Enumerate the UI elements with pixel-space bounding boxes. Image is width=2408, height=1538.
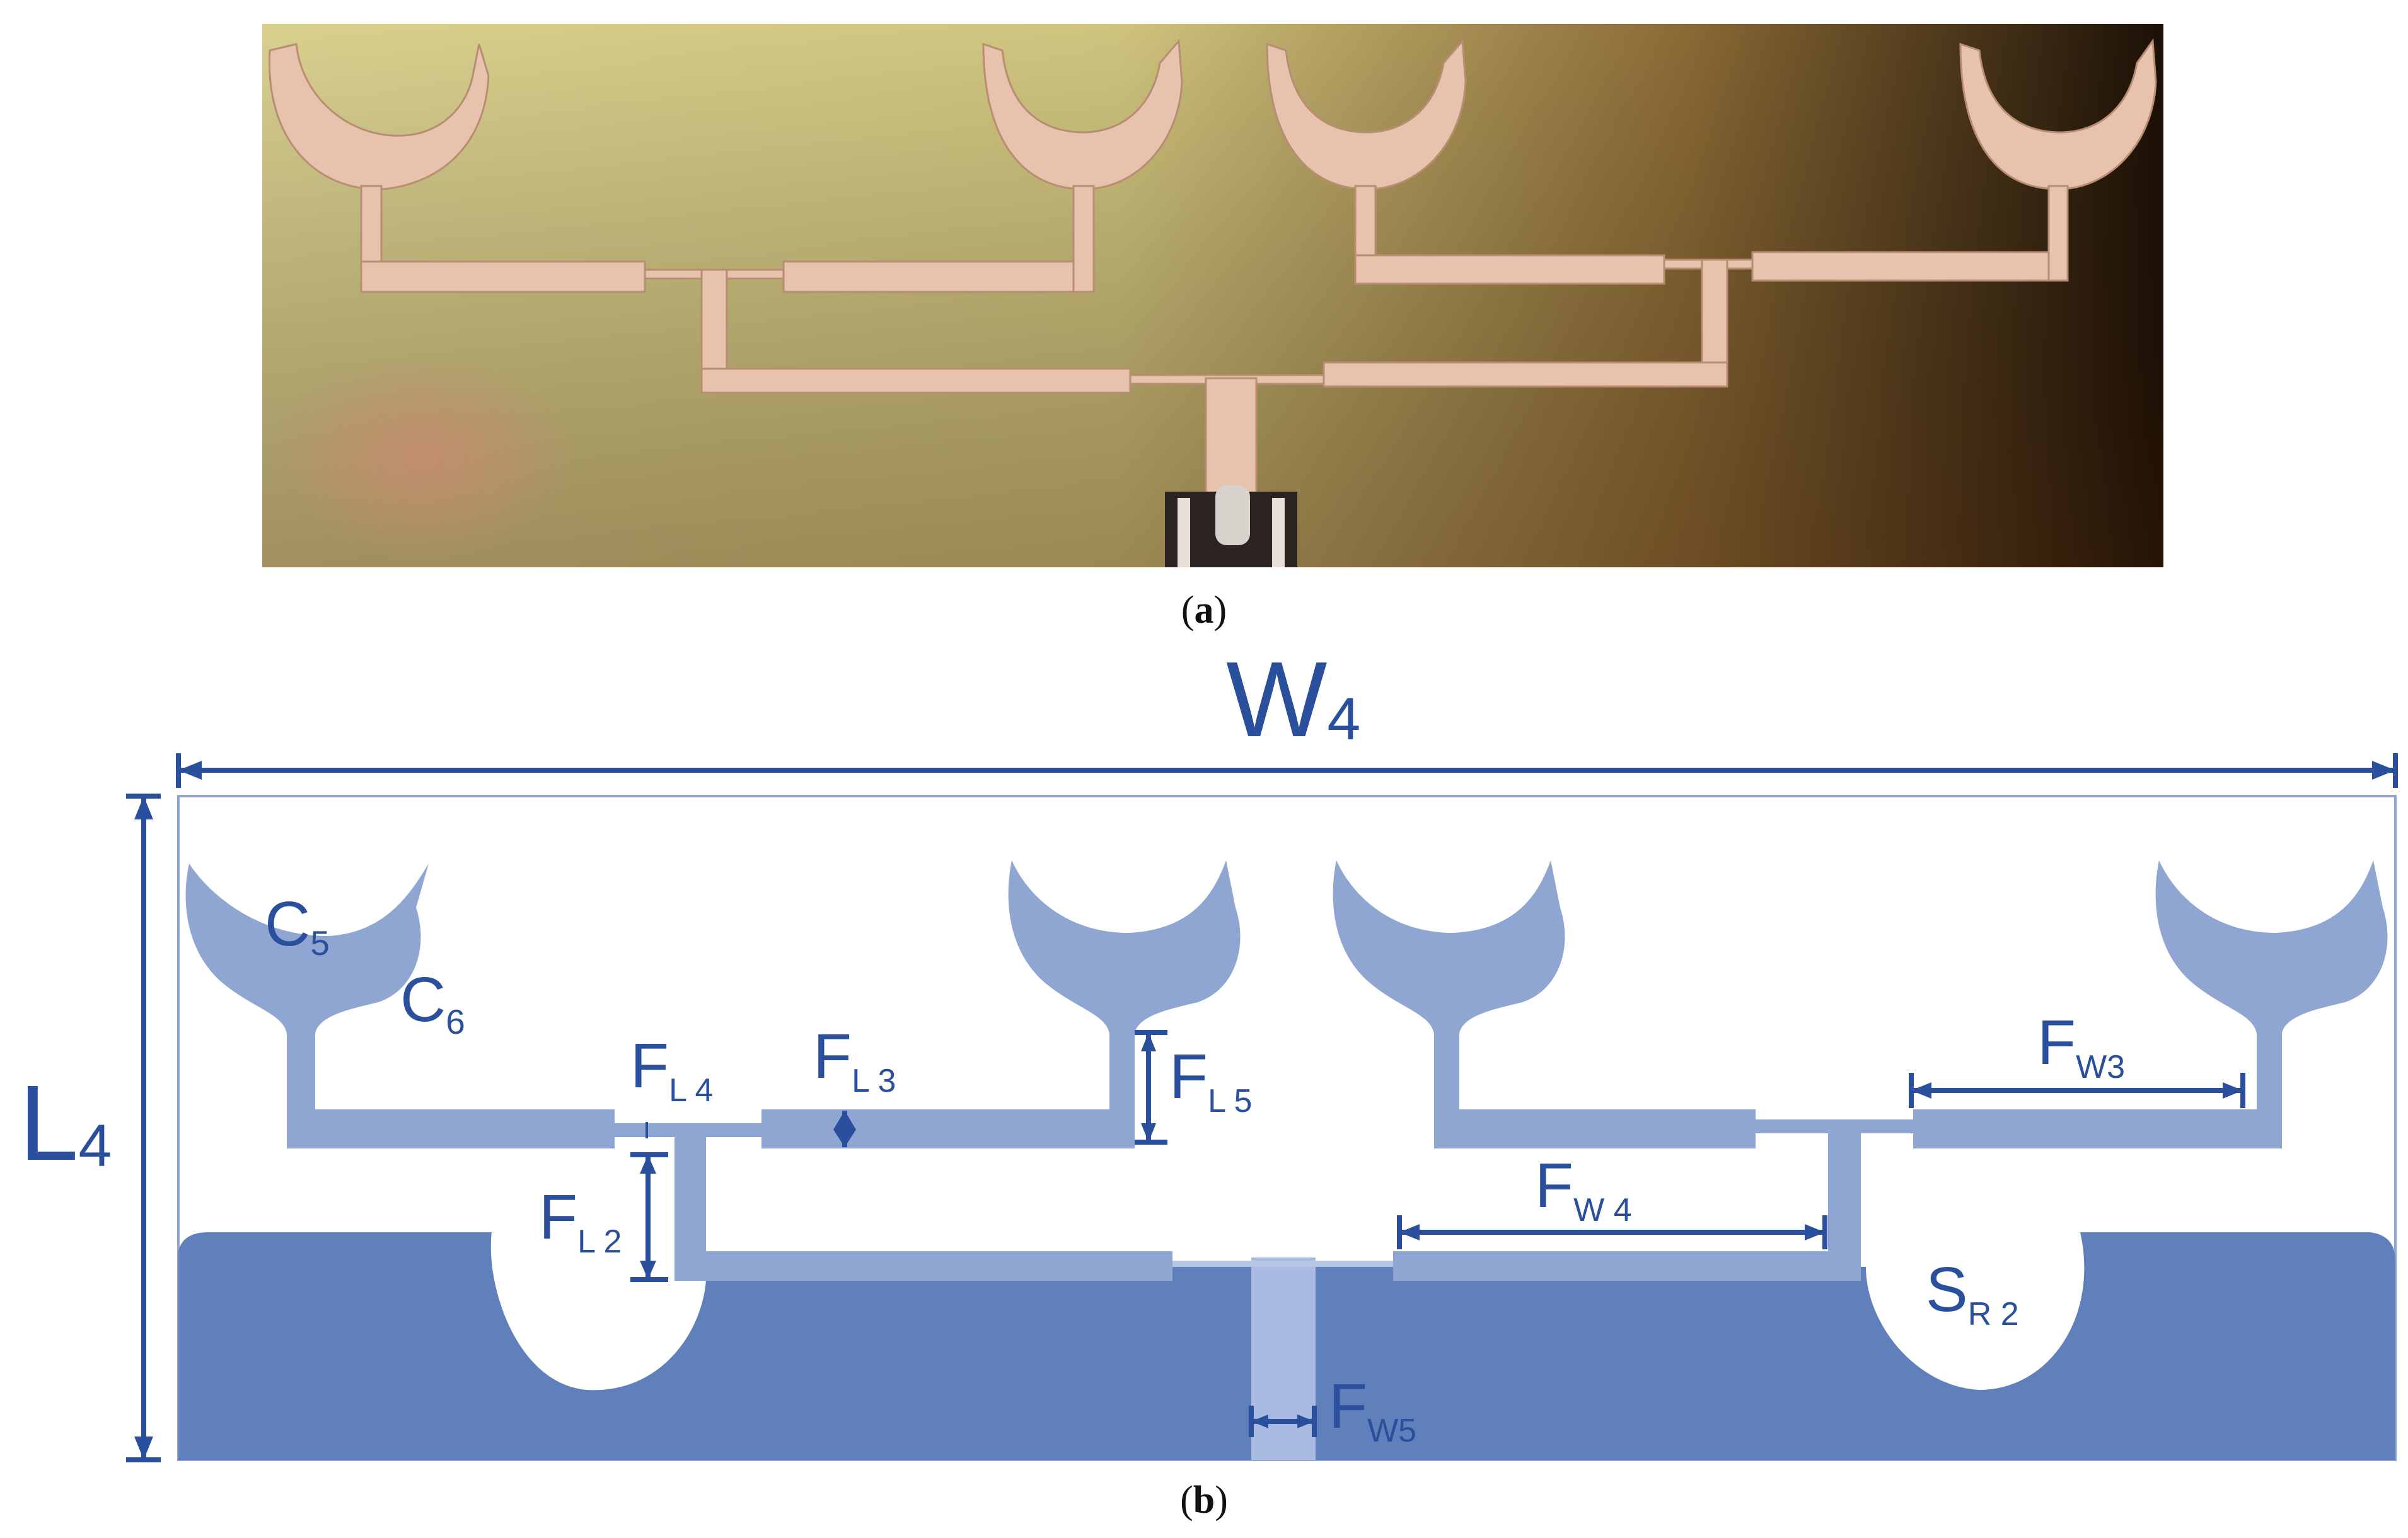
crescent-radiator-2 [982, 38, 1183, 190]
crescent-radiator-3 [1266, 38, 1467, 190]
feed-network [185, 860, 2388, 1281]
label-fw4: FW 4 [1535, 1150, 1632, 1229]
feed-line-layout [1251, 1258, 1316, 1460]
sma-connector [1165, 485, 1297, 567]
copper-traces [268, 38, 2157, 524]
label-fl5: FL 5 [1169, 1041, 1252, 1119]
crescent-3 [1333, 860, 1565, 1109]
crescent-radiator-1 [268, 43, 490, 190]
label-fw3: FW3 [2037, 1007, 2125, 1085]
label-fl4: FL 4 [630, 1031, 713, 1109]
dimension-labels: W4 L4 C5 C6 FL 4 FL 3 FL 5 FL 2 FW3 FW 4… [19, 640, 2125, 1449]
crescent-c5-c6 [185, 864, 429, 1109]
label-c5: C5 [265, 889, 330, 963]
substrate-stain [271, 353, 574, 561]
fabricated-antenna-photo [262, 24, 2163, 567]
caption-a: (a) [1181, 589, 1227, 632]
label-l4: L4 [19, 1063, 112, 1183]
crescent-radiator-4 [1959, 38, 2157, 190]
crescent-2 [1008, 860, 1241, 1109]
antenna-layout: W4 L4 C5 C6 FL 4 FL 3 FL 5 FL 2 FW3 FW 4… [19, 640, 2398, 1462]
crescent-4 [2155, 860, 2388, 1109]
label-sr2: SR 2 [1926, 1254, 2019, 1333]
label-w4: W4 [1226, 640, 1360, 760]
label-fw5: FW5 [1329, 1371, 1416, 1449]
caption-b: (b) [1180, 1479, 1228, 1522]
label-fl2: FL 2 [539, 1182, 622, 1260]
dimension-lines [126, 753, 2398, 1462]
label-fl3: FL 3 [813, 1021, 896, 1099]
label-c6: C6 [400, 964, 465, 1041]
